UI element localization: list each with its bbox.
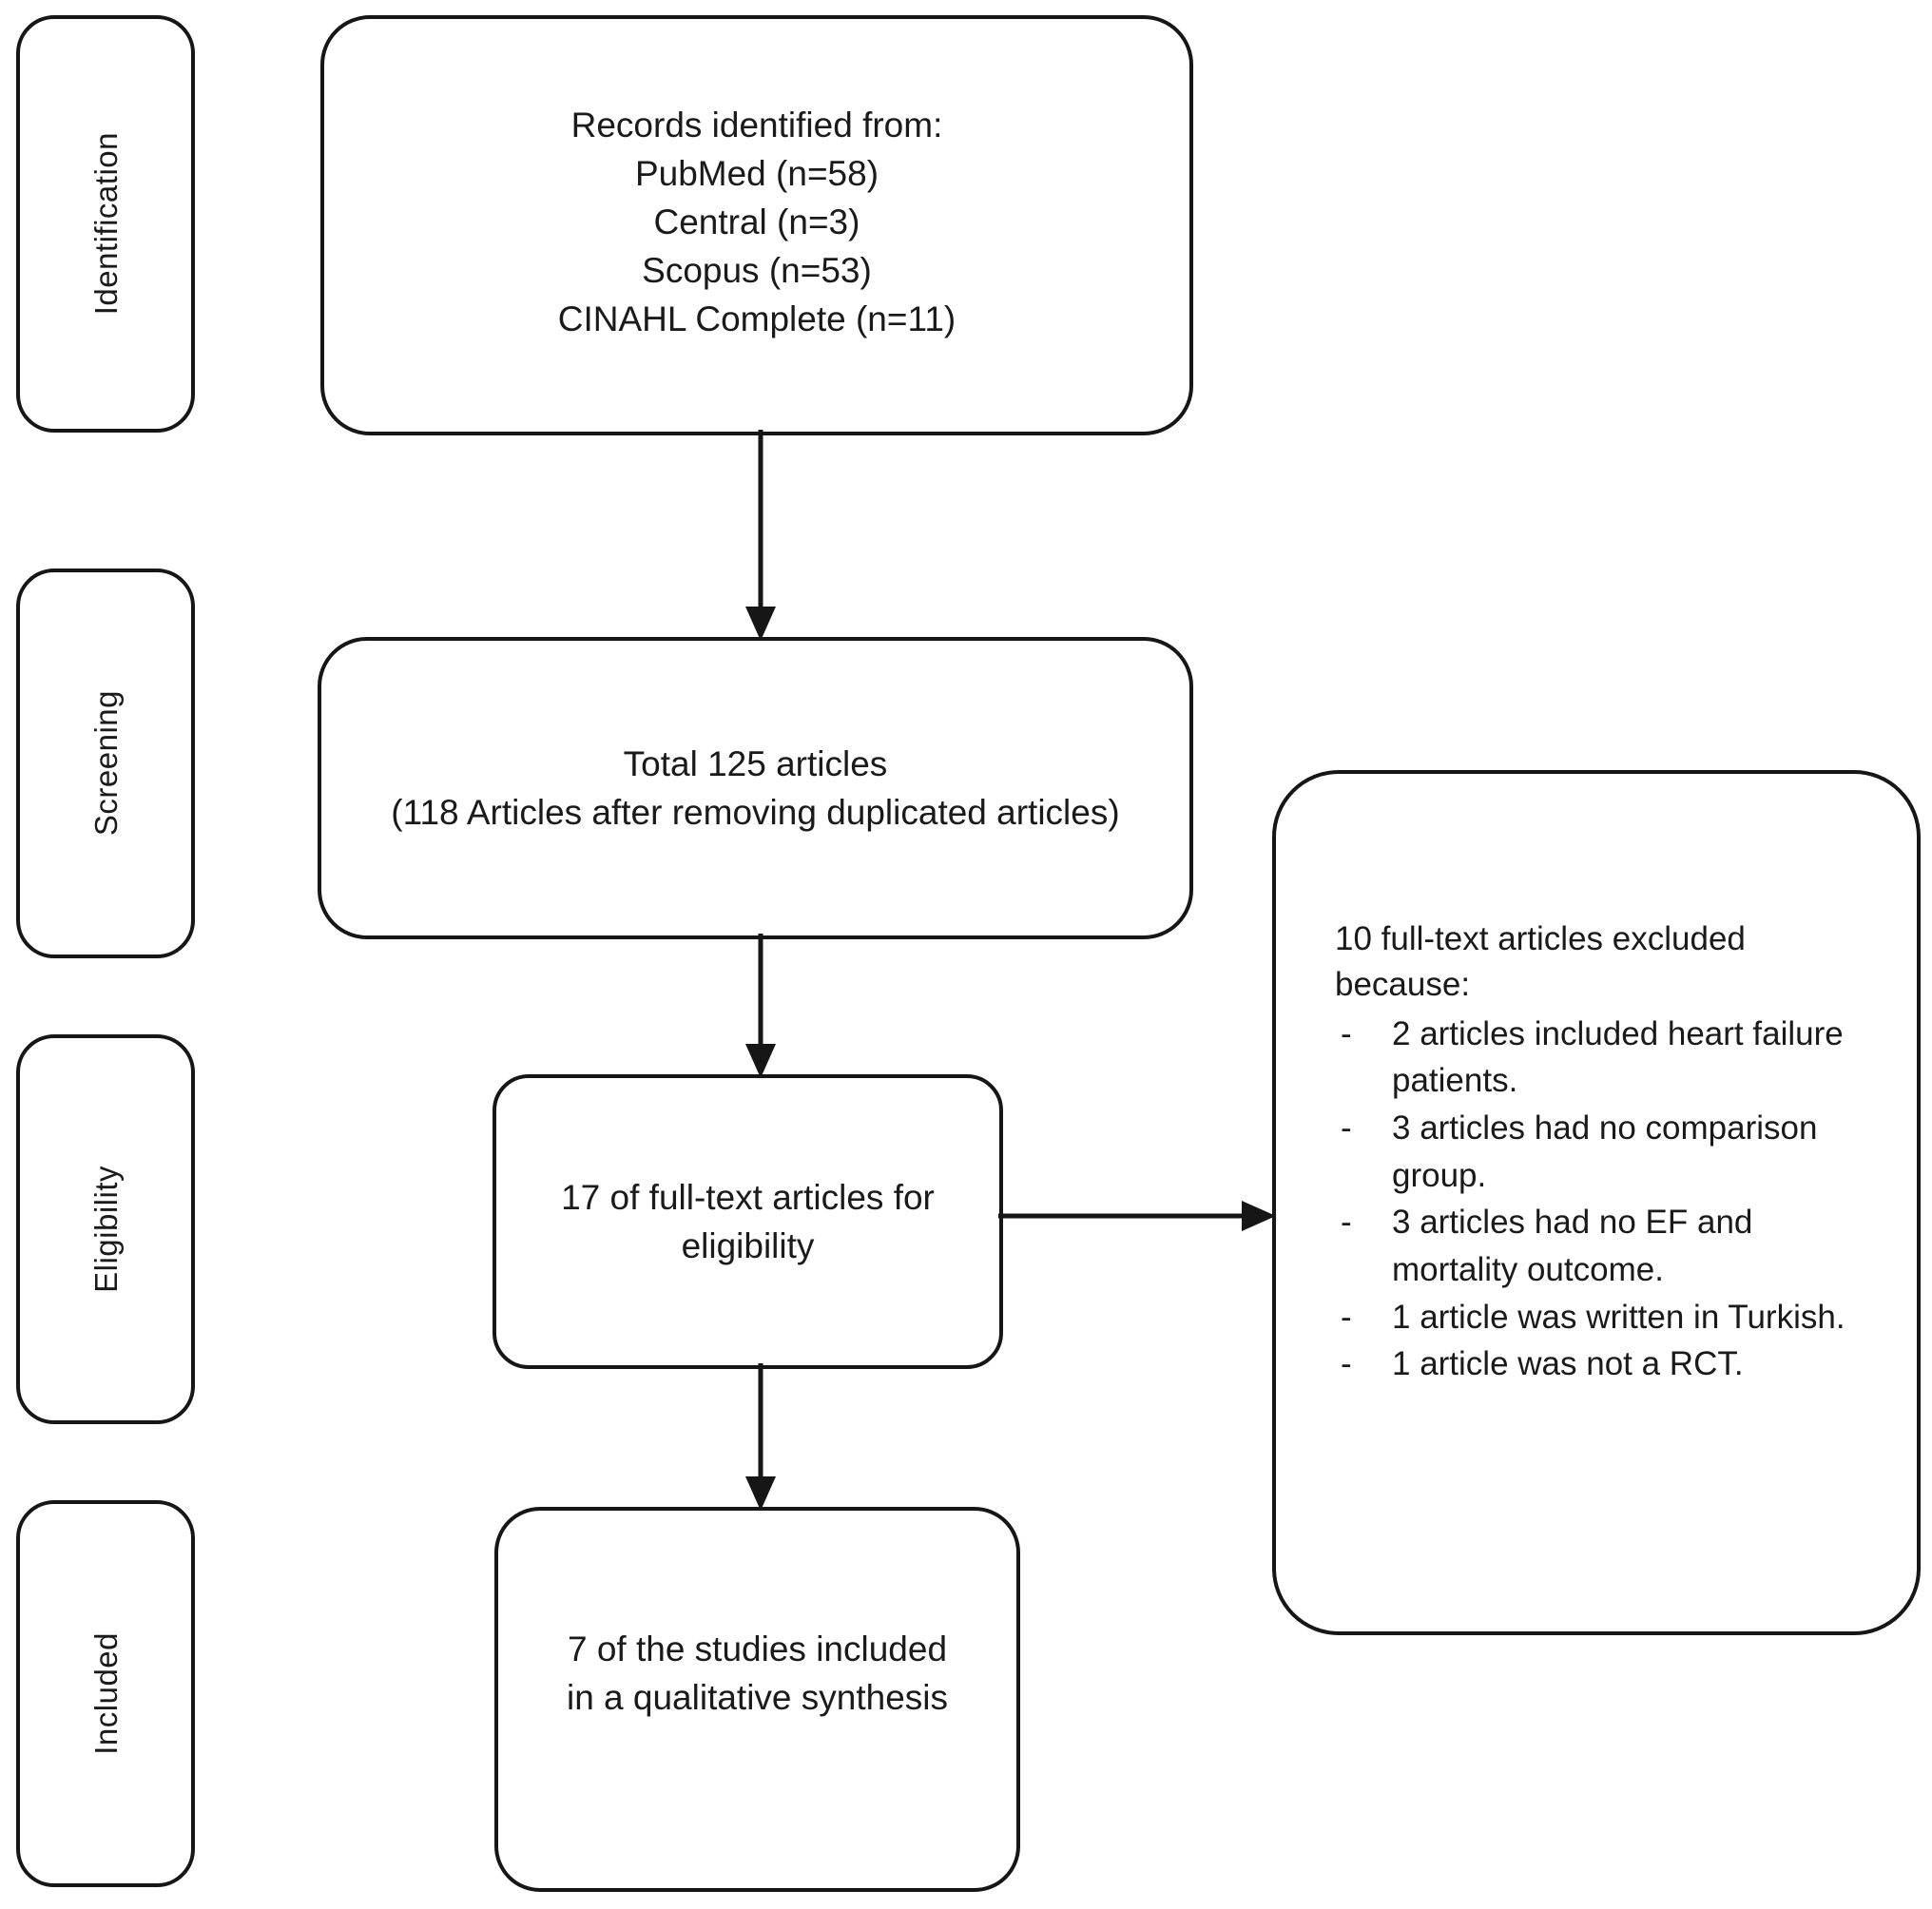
node-records-screened-text: Total 125 articles (118 Articles after r… bbox=[391, 743, 1120, 832]
node-fulltext-eligibility: 17 of full-text articles for eligibility bbox=[493, 1074, 1003, 1369]
stage-label-eligibility: Eligibility bbox=[87, 1166, 124, 1293]
exclusion-reason-text: 3 articles had no EF and mortality outco… bbox=[1392, 1204, 1753, 1289]
exclusion-reason-list: - 2 articles included heart failure patie… bbox=[1335, 1011, 1879, 1389]
stage-box-screening: Screening bbox=[16, 569, 195, 958]
node-records-screened: Total 125 articles (118 Articles after r… bbox=[318, 637, 1193, 939]
stage-box-identification: Identification bbox=[16, 15, 195, 433]
exclusion-reason-item: - 1 article was not a RCT. bbox=[1335, 1340, 1879, 1388]
stage-label-screening: Screening bbox=[87, 690, 124, 837]
exclusion-reason-item: - 3 articles had no EF and mortality outc… bbox=[1335, 1199, 1879, 1293]
exclusion-bullet-dash: - bbox=[1341, 1298, 1352, 1336]
connector-screened-to-eligibility bbox=[732, 934, 789, 1080]
exclusion-reason-item: - 3 articles had no comparison group. bbox=[1335, 1105, 1879, 1199]
connector-eligibility-to-excluded bbox=[998, 1187, 1279, 1244]
connector-eligibility-to-included bbox=[732, 1363, 789, 1513]
stage-box-eligibility: Eligibility bbox=[16, 1034, 195, 1424]
exclusion-reason-item: - 2 articles included heart failure patie… bbox=[1335, 1011, 1879, 1105]
connector-identified-to-screened bbox=[732, 430, 789, 643]
node-studies-included-text: 7 of the studies included in a qualitati… bbox=[566, 1629, 949, 1718]
exclusion-bullet-dash: - bbox=[1341, 1204, 1352, 1242]
exclusion-reason-text: 3 articles had no comparison group. bbox=[1392, 1109, 1818, 1194]
exclusion-content: 10 full-text articles excluded because: … bbox=[1335, 916, 1879, 1388]
node-fulltext-excluded: 10 full-text articles excluded because: … bbox=[1272, 770, 1921, 1635]
node-studies-included: 7 of the studies included in a qualitati… bbox=[494, 1507, 1020, 1892]
stage-label-included: Included bbox=[87, 1632, 124, 1755]
exclusion-bullet-dash: - bbox=[1341, 1014, 1352, 1052]
exclusion-reason-text: 1 article was not a RCT. bbox=[1392, 1345, 1744, 1383]
node-records-identified-text: Records identified from: PubMed (n=58) C… bbox=[557, 106, 956, 339]
stage-label-identification: Identification bbox=[87, 132, 124, 316]
exclusion-bullet-dash: - bbox=[1341, 1109, 1352, 1147]
node-records-identified: Records identified from: PubMed (n=58) C… bbox=[320, 15, 1193, 435]
stage-box-included: Included bbox=[16, 1500, 195, 1887]
exclusion-reason-item: - 1 article was written in Turkish. bbox=[1335, 1294, 1879, 1341]
exclusion-reason-text: 1 article was written in Turkish. bbox=[1392, 1298, 1845, 1336]
node-fulltext-eligibility-text: 17 of full-text articles for eligibility bbox=[561, 1177, 935, 1265]
exclusion-reason-text: 2 articles included heart failure patien… bbox=[1392, 1014, 1844, 1100]
exclusion-bullet-dash: - bbox=[1341, 1345, 1352, 1383]
exclusion-heading: 10 full-text articles excluded because: bbox=[1335, 920, 1746, 1004]
